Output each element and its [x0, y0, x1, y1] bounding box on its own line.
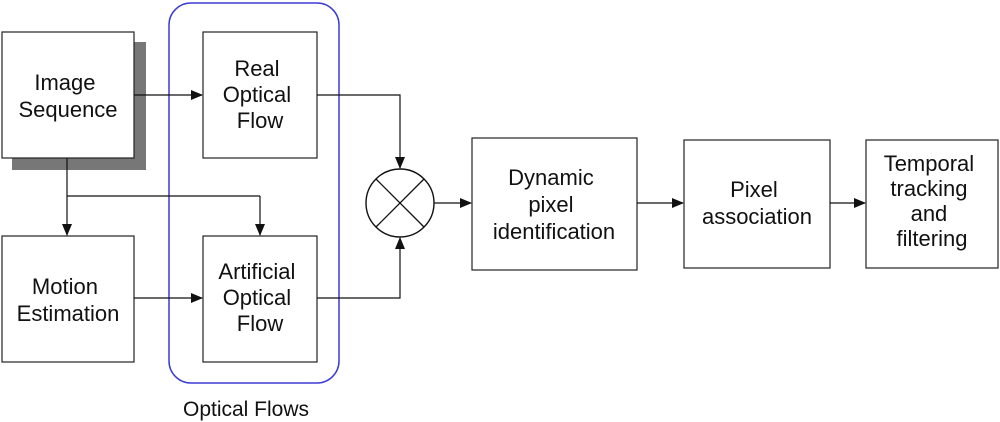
node-temporal-tracking: Temporal tracking and filtering	[865, 139, 999, 269]
node-image-sequence: Image Sequence	[1, 31, 146, 170]
real-optical-flow-box	[202, 31, 318, 159]
optical-flows-group	[168, 2, 340, 384]
artificial-optical-flow-box	[202, 235, 318, 363]
node-pixel-association: Pixel association	[683, 139, 831, 269]
image-sequence-line-2: Sequence	[18, 97, 117, 122]
pixel-association-line-1: Pixel	[730, 177, 778, 202]
node-motion-estimation: Motion Estimation	[1, 235, 135, 363]
svg-text:Temporal tracking: Temporal tracking and filtering	[884, 151, 981, 251]
arrow-real-flow-to-comparator	[317, 94, 405, 169]
dynamic-pixel-identification-line-3: identification	[493, 219, 615, 244]
motion-estimation-box	[1, 235, 135, 363]
dynamic-pixel-identification-line-2: pixel	[528, 192, 573, 217]
pixel-association-line-2: association	[702, 204, 812, 229]
node-real-optical-flow: Real Optical Flow	[202, 31, 318, 159]
temporal-tracking-box	[865, 139, 999, 269]
temporal-tracking-line-4: filtering	[897, 226, 968, 251]
image-sequence-box	[1, 31, 135, 159]
svg-text:Artificial Optical: Artificial Optical Flow	[218, 259, 301, 336]
svg-text:Motion Estimation: Motion Estimation	[17, 274, 120, 326]
motion-estimation-line-1: Motion	[32, 274, 98, 299]
temporal-tracking-line-1: Temporal	[884, 151, 974, 176]
svg-text:Dynamic pixel iden: Dynamic pixel identification	[493, 165, 615, 244]
dynamic-pixel-identification-line-1: Dynamic	[508, 165, 594, 190]
connectors	[62, 90, 866, 303]
multiply-circle-icon	[365, 168, 435, 238]
temporal-tracking-line-3: and	[911, 201, 948, 226]
optical-flows-label: Optical Flows	[183, 398, 309, 421]
real-optical-flow-line-3: Flow	[237, 108, 284, 133]
svg-text:Image Sequence: Image Sequence	[18, 70, 117, 122]
artificial-optical-flow-line-2: Optical	[223, 285, 291, 310]
dynamic-pixel-identification-box	[471, 137, 638, 271]
node-dynamic-pixel-identification: Dynamic pixel identification	[471, 137, 638, 271]
real-optical-flow-line-1: Real	[234, 56, 279, 81]
temporal-tracking-line-2: tracking	[890, 176, 967, 201]
artificial-optical-flow-line-3: Flow	[237, 311, 284, 336]
artificial-optical-flow-line-1: Artificial	[218, 259, 295, 284]
pixel-association-box	[683, 139, 831, 269]
svg-text:Pixel association: Pixel association	[702, 177, 812, 229]
image-sequence-line-1: Image	[34, 70, 95, 95]
node-artificial-optical-flow: Artificial Optical Flow	[202, 235, 318, 363]
arrow-artificial-flow-to-comparator	[317, 237, 405, 299]
svg-text:Real Optical Flow: Real Optical Flow	[223, 56, 298, 133]
motion-estimation-line-2: Estimation	[17, 301, 120, 326]
real-optical-flow-line-2: Optical	[223, 82, 291, 107]
